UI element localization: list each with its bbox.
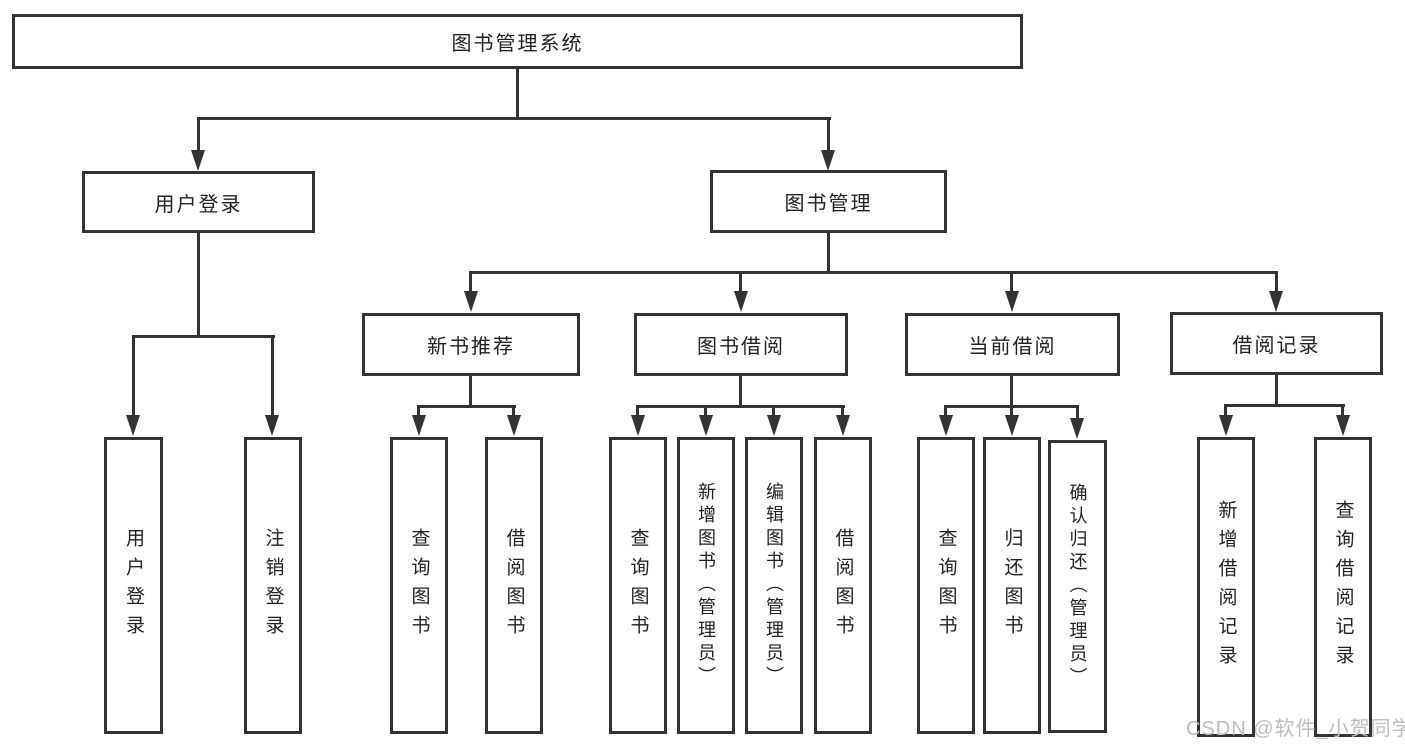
arrowhead-down-icon (464, 291, 478, 312)
arrowhead-down-icon (1070, 418, 1084, 439)
arrowhead-down-icon (412, 415, 426, 436)
leaf-add-book-admin: 新增图书（管理员） (677, 437, 735, 734)
leaf-query-borrowing-record: 查询借阅记录 (1314, 437, 1372, 737)
csdn-watermark: CSDN @软件_小贺同学 (1186, 718, 1405, 740)
node-new-book-recommend: 新书推荐 (362, 313, 580, 376)
connector-hline (1224, 404, 1345, 407)
connector-vline (636, 405, 639, 417)
leaf-edit-book-admin: 编辑图书（管理员） (745, 437, 803, 734)
connector-vline (944, 405, 947, 417)
arrowhead-down-icon (1336, 415, 1350, 436)
leaf-user-login: 用户登录 (104, 437, 163, 734)
connector-vline (1010, 405, 1013, 417)
node-book-management: 图书管理 (710, 170, 947, 233)
node-current-borrowing: 当前借阅 (905, 313, 1120, 376)
connector-vline (417, 405, 420, 417)
arrowhead-down-icon (939, 415, 953, 436)
leaf-borrow-books-recommend: 借阅图书 (485, 437, 543, 734)
connector-vline (1224, 404, 1227, 417)
leaf-confirm-return-admin: 确认归还（管理员） (1048, 440, 1107, 733)
arrowhead-down-icon (821, 150, 835, 171)
arrowhead-down-icon (836, 415, 850, 436)
connector-vline (271, 335, 274, 416)
connector-vline (1076, 405, 1079, 420)
connector-vline (469, 376, 472, 407)
connector-vline (739, 271, 742, 291)
connector-vline (1010, 271, 1013, 291)
arrowhead-down-icon (1219, 415, 1233, 436)
arrowhead-down-icon (1005, 415, 1019, 436)
arrowhead-down-icon (507, 415, 521, 436)
arrowhead-down-icon (191, 150, 205, 171)
arrowhead-down-icon (631, 415, 645, 436)
node-library-system: 图书管理系统 (12, 14, 1023, 69)
connector-vline (1341, 404, 1344, 417)
arrowhead-down-icon (699, 415, 713, 436)
arrowhead-down-icon (1005, 291, 1019, 312)
leaf-query-books-borrowing: 查询图书 (609, 437, 667, 734)
connector-vline (516, 69, 519, 119)
connector-vline (469, 271, 472, 291)
connector-vline (512, 405, 515, 417)
arrowhead-down-icon (265, 415, 279, 436)
arrowhead-down-icon (734, 291, 748, 312)
connector-vline (1275, 375, 1278, 406)
arrowhead-down-icon (767, 415, 781, 436)
connector-vline (1275, 271, 1278, 291)
connector-vline (772, 405, 775, 417)
arrowhead-down-icon (1269, 291, 1283, 312)
connector-hline (197, 117, 831, 120)
leaf-add-borrowing-record: 新增借阅记录 (1197, 437, 1255, 737)
connector-vline (841, 405, 844, 417)
connector-hline (636, 405, 845, 408)
leaf-borrow-books-borrowing: 借阅图书 (814, 437, 872, 734)
connector-vline (827, 117, 830, 152)
connector-vline (827, 233, 830, 273)
node-user-login: 用户登录 (82, 171, 315, 233)
arrowhead-down-icon (126, 415, 140, 436)
connector-vline (739, 376, 742, 407)
connector-vline (704, 405, 707, 417)
leaf-query-books-recommend: 查询图书 (390, 437, 448, 734)
node-borrowing-records: 借阅记录 (1170, 312, 1383, 375)
connector-vline (197, 233, 200, 337)
connector-vline (1010, 376, 1013, 407)
connector-vline (132, 335, 135, 416)
node-book-borrowing: 图书借阅 (634, 313, 848, 376)
connector-hline (469, 271, 1278, 274)
leaf-logout: 注销登录 (244, 437, 302, 734)
leaf-query-books-current: 查询图书 (917, 437, 975, 734)
connector-vline (197, 117, 200, 152)
leaf-return-book: 归还图书 (983, 437, 1041, 734)
connector-hline (417, 405, 516, 408)
connector-hline (132, 335, 275, 338)
